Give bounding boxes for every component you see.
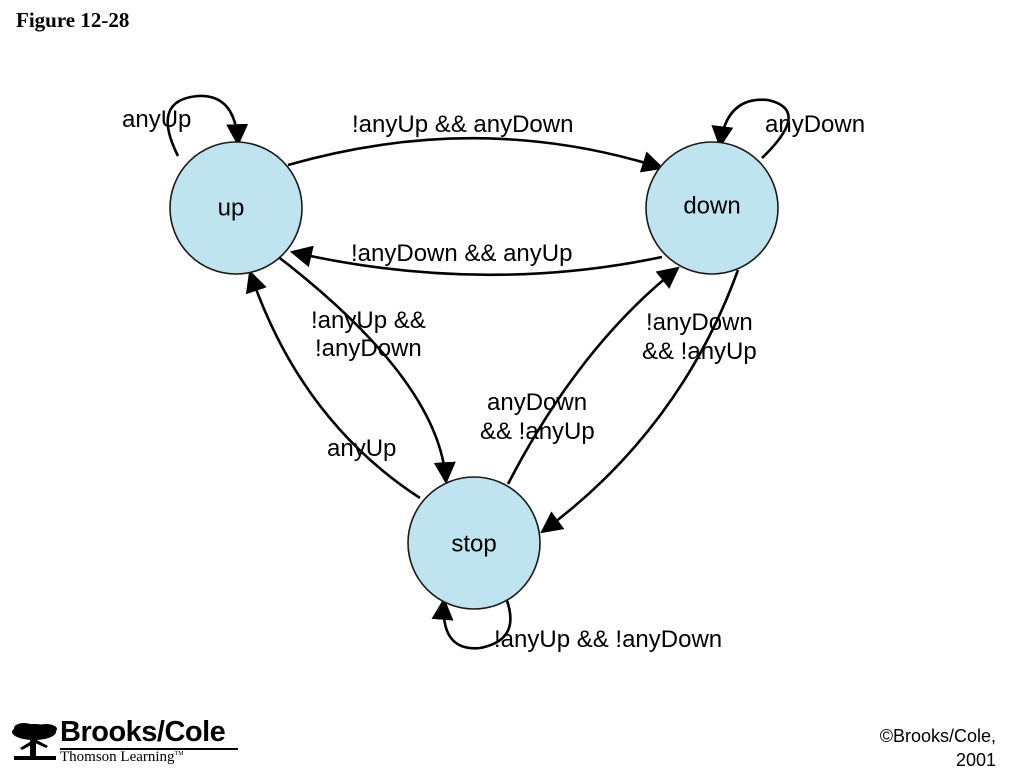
state-down: down (645, 141, 779, 275)
label-up-to-down: !anyUp && anyDown (352, 111, 573, 138)
label-stop-self: !anyUp && !anyDown (494, 626, 722, 653)
brand-subtitle: Thomson LearningTM (60, 749, 184, 766)
figure-title: Figure 12-28 (16, 8, 130, 32)
label-up-to-stop-line2: !anyDown (315, 335, 422, 362)
edge-down-to-stop (540, 269, 740, 534)
copyright-line-1: ©Brooks/Cole, (879, 726, 996, 746)
edge-stop-to-down (506, 266, 680, 485)
label-down-to-stop-line1: !anyDown (646, 309, 753, 336)
label-stop-to-down-line1: anyDown (487, 389, 587, 416)
brand-divider (60, 748, 238, 750)
state-up-label: up (218, 195, 245, 222)
edge-up-to-stop (271, 250, 456, 485)
label-up-self: anyUp (122, 106, 191, 133)
edge-stop-to-up (245, 269, 421, 500)
brand-name: Brooks/Cole (60, 716, 226, 748)
edge-down-to-up (289, 245, 663, 277)
state-down-label: down (683, 193, 740, 220)
state-up: up (169, 141, 303, 275)
label-stop-to-down-line2: && !anyUp (480, 418, 595, 445)
state-stop: stop (407, 476, 541, 610)
state-stop-label: stop (451, 531, 496, 558)
label-up-to-stop-line1: !anyUp && (311, 307, 426, 334)
tree-logo-icon (12, 723, 57, 760)
edge-stop-self-loop (431, 597, 512, 650)
label-down-to-up: !anyDown && anyUp (351, 240, 572, 267)
label-stop-to-up: anyUp (327, 435, 396, 462)
state-diagram: up down stop anyUp anyDown !anyUp && any… (122, 94, 865, 653)
label-down-to-stop-line2: && !anyUp (642, 338, 757, 365)
edge-up-to-down (287, 136, 665, 173)
trademark-mark: TM (174, 751, 184, 757)
edge-down-self-loop (711, 98, 790, 159)
copyright-notice: ©Brooks/Cole, 2001 (880, 724, 996, 772)
copyright-line-2: 2001 (955, 750, 996, 770)
brand-subtitle-text: Thomson Learning (60, 749, 175, 765)
edge-up-self-loop (166, 94, 249, 157)
label-down-self: anyDown (765, 111, 865, 138)
